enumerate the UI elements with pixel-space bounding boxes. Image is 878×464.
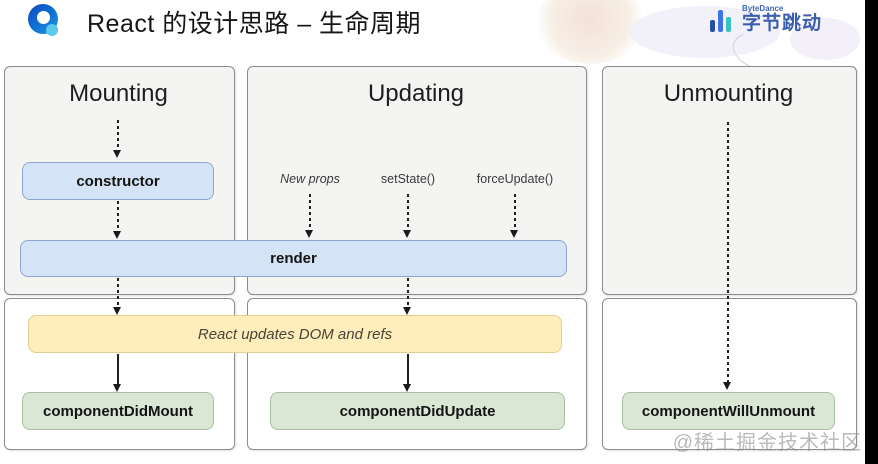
arrow-unmounting-to-willunmount — [727, 122, 729, 382]
arrowhead — [305, 230, 313, 238]
arrowhead — [510, 230, 518, 238]
arrowhead — [113, 384, 121, 392]
arrow-render-to-dom-left — [117, 278, 119, 307]
bytedance-zh-label: 字节跳动 — [742, 13, 823, 34]
arrowhead — [113, 231, 121, 239]
bytedance-en-label: ByteDance — [742, 4, 784, 13]
column-title-updating: Updating — [367, 80, 465, 107]
arrow-newprops-to-render — [309, 194, 311, 230]
trigger-new-props: New props — [280, 172, 340, 186]
bytedance-logo: ByteDance 字节跳动 — [710, 5, 822, 33]
arrow-forceupdate-to-render — [514, 194, 516, 230]
render-box: render — [20, 240, 567, 277]
arrow-render-to-dom-right — [407, 278, 409, 307]
right-black-bar — [865, 0, 878, 464]
qq-browser-logo-icon — [28, 4, 60, 37]
column-title-unmounting: Unmounting — [663, 80, 794, 107]
unmounting-top-panel — [602, 66, 857, 295]
component-did-mount-box: componentDidMount — [22, 392, 214, 430]
arrowhead — [403, 307, 411, 315]
watermark: @稀土掘金技术社区 — [672, 432, 862, 454]
component-did-update-box: componentDidUpdate — [270, 392, 565, 430]
background-illustration — [535, 0, 645, 64]
page-title: React 的设计思路 – 生命周期 — [87, 10, 422, 38]
trigger-setstate: setState() — [380, 172, 436, 186]
arrowhead — [403, 384, 411, 392]
arrow-setstate-to-render — [407, 194, 409, 230]
arrow-dom-to-didupdate — [407, 354, 409, 384]
logo-ring-hole — [37, 11, 50, 24]
arrowhead — [403, 230, 411, 238]
arrow-dom-to-didmount — [117, 354, 119, 384]
arrowhead — [113, 307, 121, 315]
column-title-mounting: Mounting — [69, 80, 168, 107]
constructor-box: constructor — [22, 162, 214, 200]
dom-update-box: React updates DOM and refs — [28, 315, 562, 353]
arrowhead — [113, 150, 121, 158]
arrow-constructor-to-render — [117, 201, 119, 231]
component-will-unmount-box: componentWillUnmount — [622, 392, 835, 430]
bytedance-bars-icon — [710, 8, 736, 33]
arrow-mounting-to-constructor — [117, 120, 119, 150]
trigger-forceupdate: forceUpdate() — [476, 172, 554, 186]
arrowhead — [723, 382, 731, 390]
logo-dot — [46, 24, 58, 36]
